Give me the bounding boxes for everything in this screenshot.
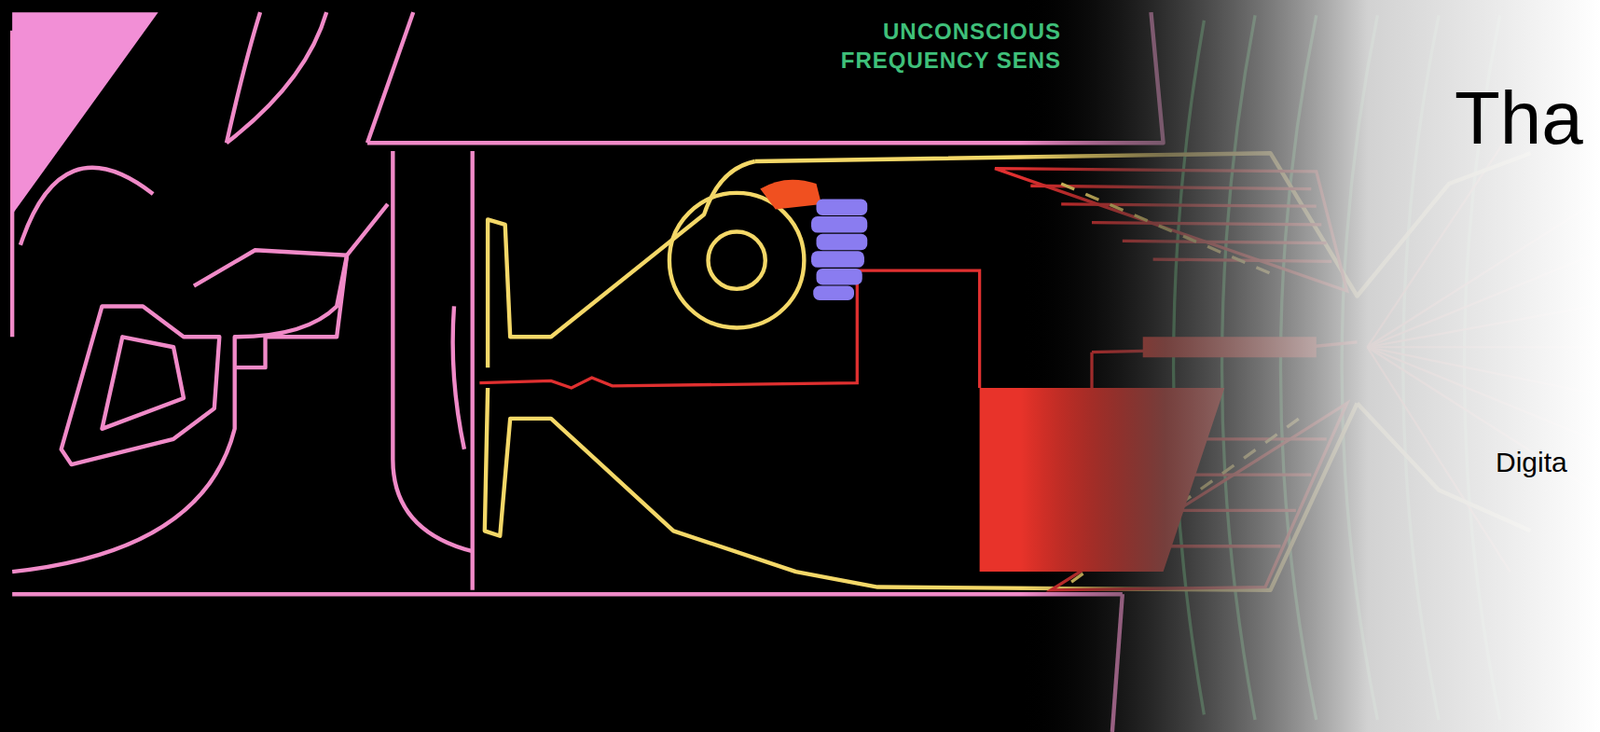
- caption-label: UNCONSCIOUS FREQUENCY SENS: [753, 16, 1062, 75]
- slide-text: Digita: [1495, 445, 1568, 480]
- slide-text: Tha: [1454, 76, 1584, 161]
